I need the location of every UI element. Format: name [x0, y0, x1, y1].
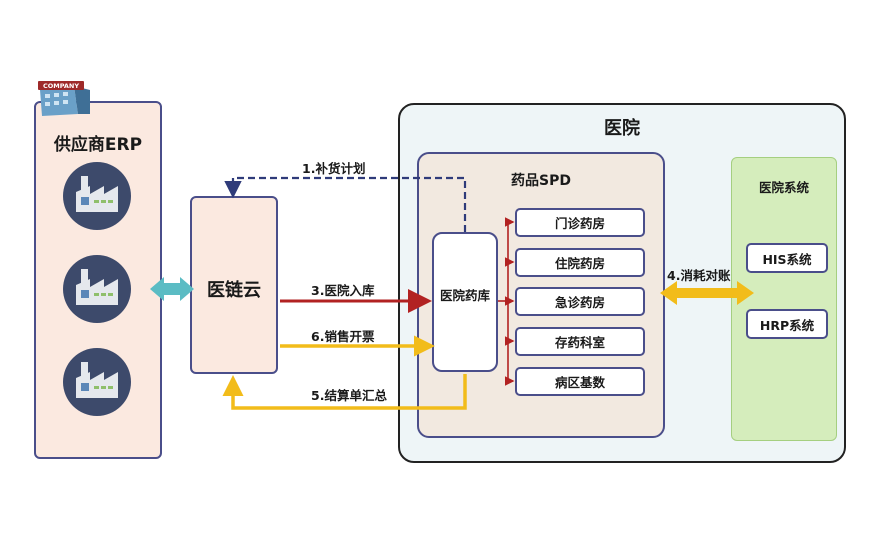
hospital-systems-panel: [731, 157, 837, 441]
settlement-label: 5.结算单汇总: [311, 388, 387, 403]
supplier-cloud-double-arrow: [150, 277, 194, 301]
reconcile-double-arrow: [660, 281, 754, 305]
room-stock-department: 存药科室: [515, 327, 645, 356]
room-outpatient-pharmacy: 门诊药房: [515, 208, 645, 237]
medchain-cloud-title: 医链云: [207, 280, 261, 301]
hospital-title: 医院: [604, 118, 640, 139]
room-inpatient-pharmacy: 住院药房: [515, 248, 645, 277]
room-emergency-pharmacy: 急诊药房: [515, 287, 645, 316]
hrp-system-box: HRP系统: [746, 309, 828, 339]
svg-text:COMPANY: COMPANY: [43, 82, 79, 90]
hospital-pharmacy-box: [432, 232, 498, 372]
reconcile-label: 4.消耗对账: [667, 268, 731, 283]
settlement-arrow: [222, 374, 467, 410]
replenish-label: 1.补货计划: [302, 161, 366, 176]
factory-icon: [63, 255, 131, 323]
supplier-erp-title: 供应商ERP: [53, 135, 143, 155]
sales-label: 6.销售开票: [311, 329, 375, 344]
company-building-icon: COMPANY: [38, 81, 90, 116]
room-ward-base: 病区基数: [515, 367, 645, 396]
inbound-label: 3.医院入库: [311, 283, 375, 298]
factory-icon: [63, 348, 131, 416]
replenish-arrow: [224, 176, 467, 232]
pharmacy-room-connector: [498, 217, 515, 386]
factory-icon: [63, 162, 131, 230]
drug-spd-title: 药品SPD: [511, 173, 571, 189]
hospital-pharmacy-label: 医院药库: [440, 288, 491, 303]
his-system-box: HIS系统: [746, 243, 828, 273]
medchain-cloud-panel: [190, 196, 278, 374]
hospital-systems-title: 医院系统: [758, 180, 809, 195]
